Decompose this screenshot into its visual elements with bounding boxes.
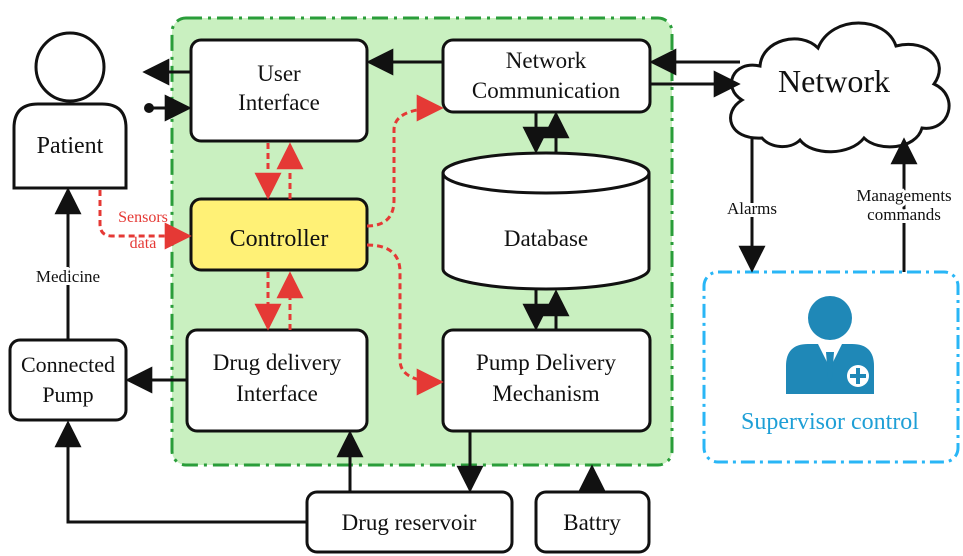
user-interface-label-2: Interface — [238, 90, 320, 115]
user-interface-label-1: User — [257, 61, 301, 86]
red-arrow-sensors-data — [98, 190, 192, 250]
network-communication-label-2: Communication — [472, 78, 621, 103]
database-cylinder-icon — [441, 151, 651, 291]
patient-label: Patient — [37, 133, 104, 159]
network-label: Network — [778, 63, 890, 99]
management-label-2: commands — [867, 205, 941, 224]
connected-pump-label-2: Pump — [42, 382, 93, 407]
drug-reservoir-label: Drug reservoir — [342, 510, 477, 535]
patient-icon — [12, 31, 128, 190]
sensors-label-1: Sensors — [118, 209, 168, 226]
management-label-1: Managements — [856, 186, 951, 205]
red-arrow-controller-to-pump — [366, 243, 444, 396]
database-label: Database — [504, 226, 588, 251]
pump-delivery-label-1: Pump Delivery — [476, 350, 616, 375]
drug-delivery-label-2: Interface — [236, 381, 318, 406]
supervisor-person-icon — [786, 296, 874, 394]
battery-label: Battry — [563, 510, 621, 535]
controller-label: Controller — [230, 226, 329, 252]
medicine-label: Medicine — [36, 267, 100, 286]
arrow-reservoir-to-connected-pump — [54, 420, 307, 524]
alarms-label: Alarms — [727, 199, 777, 218]
pump-delivery-label-2: Mechanism — [492, 381, 599, 406]
supervisor-label: Supervisor control — [741, 409, 919, 435]
sensors-label-2: data — [130, 235, 157, 252]
red-arrow-controller-to-netcomm — [366, 94, 444, 228]
user-interface-box — [189, 38, 369, 143]
drug-delivery-label-1: Drug delivery — [213, 350, 342, 375]
network-communication-label-1: Network — [506, 48, 587, 73]
connected-pump-label-1: Connected — [21, 352, 115, 377]
